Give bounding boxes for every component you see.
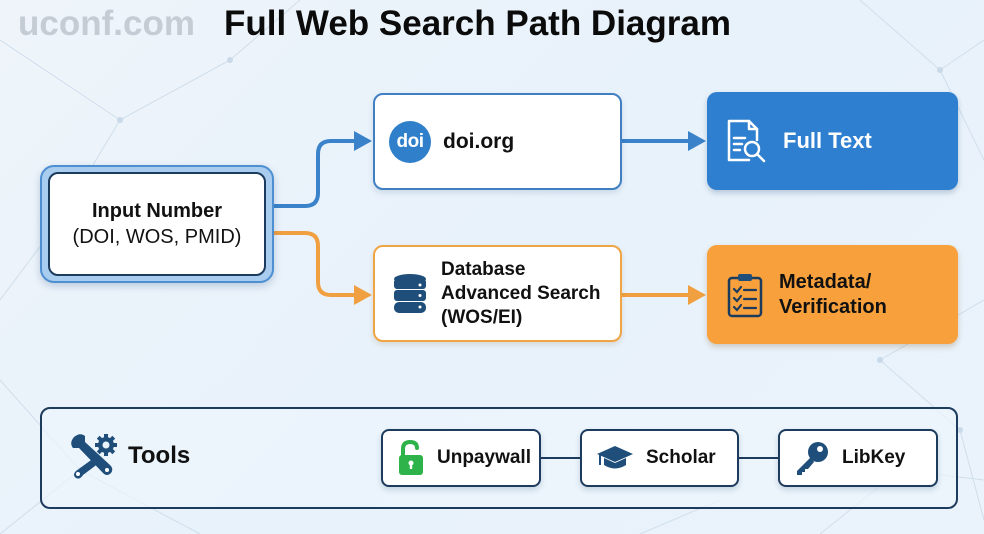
tool-connector-1 [541,457,580,459]
arrowhead-fulltext [688,131,706,151]
libkey-button[interactable]: LibKey [778,429,938,487]
arrowhead-doi [354,131,372,151]
database-search-node[interactable]: Database Advanced Search (WOS/EI) [373,245,622,342]
connector-input-to-doi [274,139,356,208]
input-number-inner: Input Number (DOI, WOS, PMID) [48,172,266,276]
input-number-title: Input Number [92,200,222,222]
page-title: Full Web Search Path Diagram [224,4,731,43]
tools-header: Tools [68,433,190,479]
doi-logo-icon: doi [389,120,431,163]
key-icon [797,442,828,475]
unpaywall-button[interactable]: Unpaywall [381,429,541,487]
libkey-label: LibKey [842,447,906,468]
watermark: uconf.com [18,4,195,43]
doi-org-node[interactable]: doi doi.org [373,93,622,190]
wrench-gear-icon [71,434,117,479]
unpaywall-label: Unpaywall [437,447,531,468]
metadata-verification-node[interactable]: Metadata/ Verification [707,245,958,344]
connector-input-to-database [274,231,356,297]
tools-label: Tools [128,442,191,469]
graduation-cap-icon [597,446,633,469]
arrowhead-database [354,285,372,305]
database-icon [394,273,426,313]
input-number-subtitle: (DOI, WOS, PMID) [72,226,242,248]
metadata-verification-label: Metadata/ Verification [779,270,887,318]
arrowhead-metadata [688,285,706,305]
tool-connector-2 [739,457,778,459]
clipboard-checklist-icon [727,273,763,317]
scholar-button[interactable]: Scholar [580,429,739,487]
input-number-node[interactable]: Input Number (DOI, WOS, PMID) [40,165,274,283]
doi-org-label: doi.org [443,129,515,153]
database-search-label: Database Advanced Search (WOS/EI) [441,258,601,328]
full-text-node[interactable]: Full Text [707,92,958,190]
unlock-icon [399,439,423,475]
document-search-icon [727,119,766,163]
scholar-label: Scholar [646,447,716,468]
full-text-label: Full Text [783,128,872,153]
